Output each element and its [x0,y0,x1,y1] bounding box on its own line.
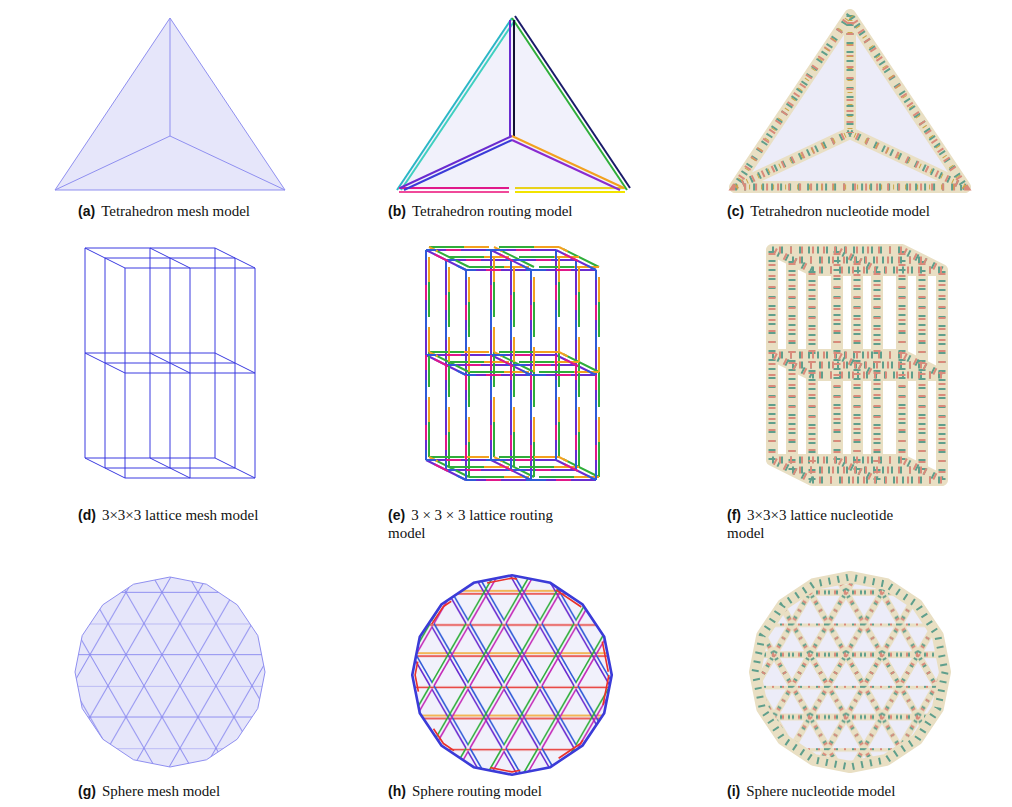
caption-text: 3 × 3 × 3 lattice routing model [388,507,553,541]
lattice-routing [426,247,599,480]
subfigure-caption: (c) Tetrahedron nucleotide model [727,202,932,220]
lattice-nucleotide [772,250,942,480]
caption-text: Tetrahedron mesh model [101,203,250,219]
caption-text: Tetrahedron nucleotide model [750,203,930,219]
subfigure-caption: (i) Sphere nucleotide model [727,782,987,800]
tetrahedron-routing [397,16,630,192]
subfigure-caption: (d) 3×3×3 lattice mesh model [78,506,338,524]
subfigure-tag: (b) [388,203,406,219]
caption-text: Sphere routing model [412,783,542,799]
caption-text: 3×3×3 lattice nucleotide model [727,507,893,541]
subfigure-caption: (e)3 × 3 × 3 lattice routing model [388,506,583,542]
caption-text: Tetrahedron routing model [412,203,573,219]
subfigure-tag: (c) [727,203,744,219]
subfigure-tag: (a) [78,203,95,219]
subfigure-caption: (f)3×3×3 lattice nucleotide model [727,506,932,542]
sphere-nucleotide [750,572,950,772]
subfigure-caption: (h) Sphere routing model [388,782,648,800]
subfigure-tag: (d) [78,507,96,523]
subfigure-caption: (a) Tetrahedron mesh model [78,202,338,220]
tetrahedron-nucleotide [735,15,965,187]
subfigure-tag: (f) [727,507,741,523]
subfigure-caption: (g) Sphere mesh model [78,782,338,800]
sphere-mesh [70,572,270,772]
caption-text: 3×3×3 lattice mesh model [102,507,258,523]
tetrahedron-mesh [55,18,285,190]
caption-text: Sphere mesh model [102,783,220,799]
subfigure-tag: (e) [388,507,405,523]
subfigure-caption: (b) Tetrahedron routing model [388,202,578,220]
subfigure-tag: (g) [78,783,96,799]
subfigure-tag: (h) [388,783,406,799]
sphere-routing [405,568,620,783]
caption-text: Sphere nucleotide model [746,783,895,799]
lattice-mesh [85,248,255,478]
subfigure-tag: (i) [727,783,740,799]
